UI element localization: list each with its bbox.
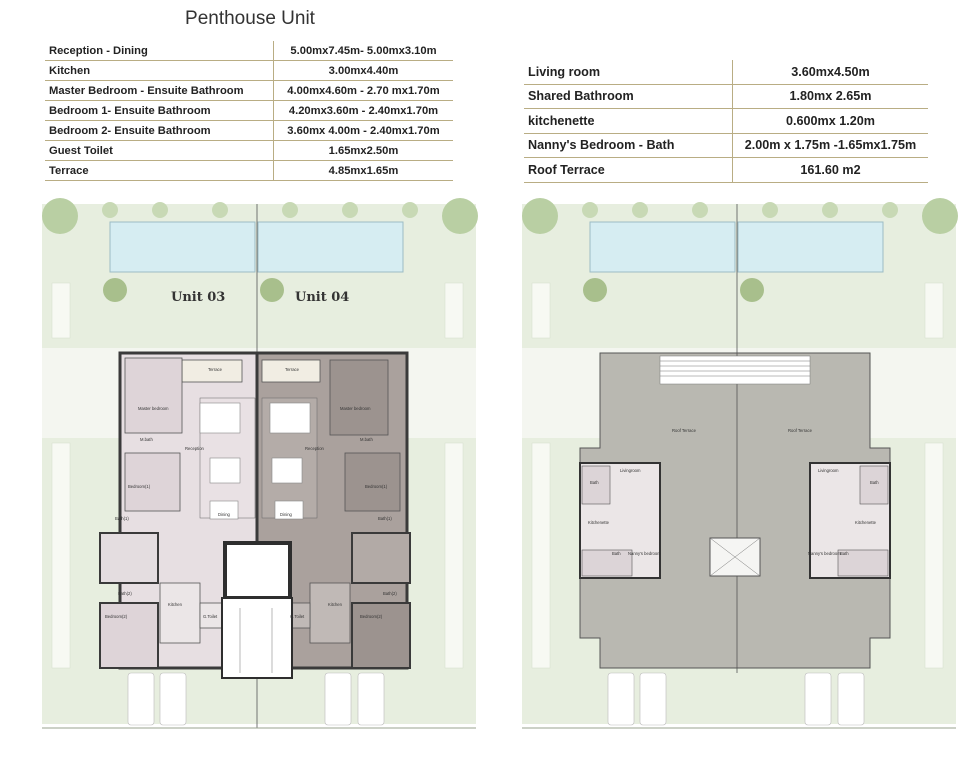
roof-room-left [579, 462, 661, 579]
label-bedroom1-04: Bedroom(1) [365, 484, 388, 489]
roof-spec-room-name: Shared Bathroom [524, 84, 733, 109]
roof-spec-room-name: kitchenette [524, 108, 733, 134]
label-g-toilet: G.Toilet [203, 614, 218, 619]
label-roof-terrace-left: Roof Terrace [672, 428, 697, 433]
label-bedroom2-04: Bedroom(2) [360, 614, 383, 619]
penthouse-floor-plan: Unit 03 Unit 04 [40, 198, 480, 733]
label-kitchenette-right: Kitchenette [855, 520, 877, 525]
roof-spec-room-name: Roof Terrace [524, 157, 733, 183]
label-living-room-right: Livingroom [818, 468, 839, 473]
skylight [709, 537, 761, 577]
stair-core [221, 541, 293, 679]
label-bath1: Bath(1) [115, 516, 129, 521]
label-m-bath-04: M.bath [360, 437, 373, 442]
side-paving [51, 282, 464, 669]
label-bath-right: Bath [870, 480, 879, 485]
roof-spec-room-size: 161.60 m2 [732, 157, 928, 183]
roof-spec-room-name: Nanny's Bedroom - Bath [524, 133, 733, 158]
pool-left-roof [589, 221, 736, 273]
pool-unit-04 [257, 221, 404, 273]
label-bath1-04: Bath(1) [378, 516, 392, 521]
label-g-toilet-04: G.Toilet [290, 614, 305, 619]
roof-spec-room-size: 2.00m x 1.75m -1.65mx1.75m [732, 133, 928, 158]
roof-spec-room-size: 0.600mx 1.20m [732, 108, 928, 134]
label-terrace: Terrace [208, 367, 223, 372]
label-bedroom1: Bedroom(1) [128, 484, 151, 489]
side-paving-roof [531, 282, 944, 669]
parking-bays [127, 672, 385, 726]
unit-03-label: Unit 03 [171, 290, 225, 305]
penthouse-spec-room-name: Reception - Dining [45, 41, 274, 61]
furniture [199, 402, 311, 520]
penthouse-spec-room-size: 4.20mx3.60m - 2.40mx1.70m [273, 100, 453, 121]
roof-spec-room-size: 1.80mx 2.65m [732, 84, 928, 109]
roof-room-right [809, 462, 891, 579]
penthouse-spec-room-name: Guest Toilet [45, 140, 274, 161]
label-reception: Reception [185, 446, 205, 451]
room-labels-unit-03: Terrace Master bedroom M.bath Reception … [105, 367, 231, 619]
roof-terrace-slab [579, 352, 891, 669]
parking-bays-roof [607, 672, 865, 726]
label-dining-04: Dining [280, 512, 293, 517]
penthouse-spec-room-size: 4.00mx4.60m - 2.70 mx1.70m [273, 80, 453, 101]
pool-unit-03 [109, 221, 256, 273]
room-labels-unit-04: Terrace Master bedroom M.bath Reception … [280, 367, 397, 619]
label-bath2: Bath(2) [118, 591, 132, 596]
penthouse-spec-room-size: 3.60mx 4.00m - 2.40mx1.70m [273, 120, 453, 141]
pool-right-roof [737, 221, 884, 273]
hedge-trees-roof [522, 198, 958, 302]
label-nanny-left: Nanny's bedroom [628, 551, 661, 556]
label-master-bedroom: Master bedroom [138, 406, 169, 411]
label-nanny-right: Nanny's bedroom [808, 551, 841, 556]
label-kitchenette-left: Kitchenette [588, 520, 610, 525]
hedge-trees [42, 198, 478, 302]
label-roof-terrace-right: Roof Terrace [788, 428, 813, 433]
penthouse-spec-room-name: Bedroom 1- Ensuite Bathroom [45, 100, 274, 121]
penthouse-spec-room-size: 4.85mx1.65m [273, 160, 453, 181]
label-kitchen: Kitchen [168, 602, 183, 607]
label-reception-04: Reception [305, 446, 325, 451]
label-bedroom2: Bedroom(2) [105, 614, 128, 619]
pergola [659, 355, 811, 385]
label-m-bath: M.bath [140, 437, 153, 442]
label-dining: Dining [218, 512, 231, 517]
label-bath-lower-right: Bath [840, 551, 849, 556]
penthouse-spec-room-name: Master Bedroom - Ensuite Bathroom [45, 80, 274, 101]
penthouse-spec-room-size: 5.00mx7.45m- 5.00mx3.10m [273, 41, 453, 61]
page-title: Penthouse Unit [185, 8, 315, 29]
penthouse-spec-room-name: Bedroom 2- Ensuite Bathroom [45, 120, 274, 141]
roof-spec-room-name: Living room [524, 60, 733, 85]
label-living-room-left: Livingroom [620, 468, 641, 473]
penthouse-spec-room-name: Kitchen [45, 60, 274, 81]
label-terrace-04: Terrace [285, 367, 300, 372]
unit-04-label: Unit 04 [295, 290, 349, 305]
penthouse-spec-room-size: 3.00mx4.40m [273, 60, 453, 81]
roof-spec-room-size: 3.60mx4.50m [732, 60, 928, 85]
label-kitchen-04: Kitchen [328, 602, 343, 607]
label-bath-lower-left: Bath [612, 551, 621, 556]
roof-floor-plan: Roof Terrace Roof Terrace Livingroom Liv… [520, 198, 960, 733]
label-bath-left: Bath [590, 480, 599, 485]
roof-room-labels: Roof Terrace Roof Terrace Livingroom Liv… [588, 428, 879, 556]
label-bath2-04: Bath(2) [383, 591, 397, 596]
penthouse-spec-room-name: Terrace [45, 160, 274, 181]
penthouse-spec-room-size: 1.65mx2.50m [273, 140, 453, 161]
label-master-bedroom-04: Master bedroom [340, 406, 371, 411]
